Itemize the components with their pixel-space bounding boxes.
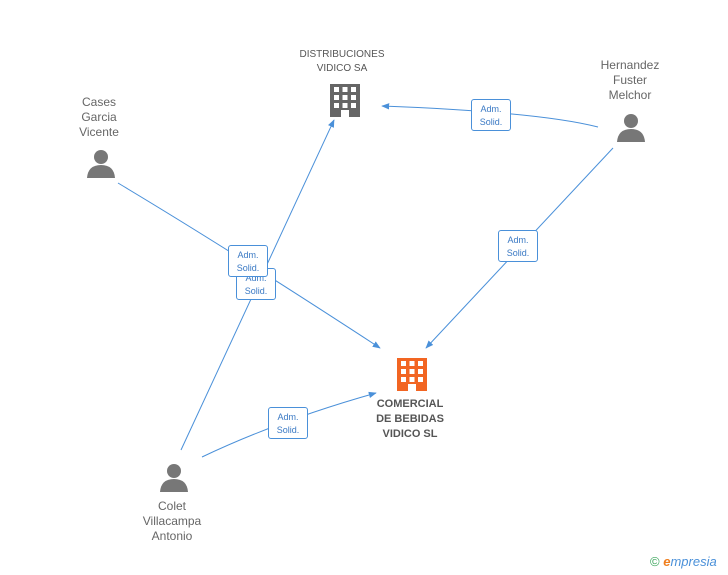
- person-icon: [160, 464, 188, 492]
- label-line: Cases: [81, 95, 116, 109]
- edge-tag-colet-comercial[interactable]: Adm. Solid.: [268, 407, 308, 439]
- person-icon: [87, 150, 115, 178]
- edge-tag-line: Adm.: [480, 104, 502, 114]
- empresia-watermark: © empresia: [650, 554, 717, 569]
- label-line: VIDICO SA: [316, 63, 368, 74]
- node-label-hernandez-fuster-melchor[interactable]: Hernandez Fuster Melchor: [575, 58, 685, 103]
- edge-tag-line: Solid.: [506, 248, 530, 258]
- label-line: Vicente: [79, 125, 119, 139]
- edge-tag-line: Solid.: [236, 263, 260, 273]
- label-line: DE BEBIDAS: [376, 413, 444, 425]
- node-label-comercial-de-bebidas-vidico-sl[interactable]: COMERCIAL DE BEBIDAS VIDICO SL: [355, 397, 465, 442]
- person-icon: [617, 114, 645, 142]
- label-line: Melchor: [608, 88, 652, 102]
- label-line: Garcia: [81, 110, 117, 124]
- edge-hernandez-to-distribuciones: [381, 103, 599, 128]
- copyright-icon: ©: [650, 554, 660, 569]
- brand-e: e: [663, 554, 671, 569]
- building-icon: [397, 358, 427, 391]
- edge-tag-hernandez-comercial[interactable]: Adm. Solid.: [498, 230, 538, 262]
- edge-tag-line: Adm.: [507, 235, 529, 245]
- node-label-cases-garcia-vicente[interactable]: Cases Garcia Vicente: [44, 95, 154, 140]
- edge-tag-hernandez-distribuciones[interactable]: Adm. Solid.: [471, 99, 511, 131]
- edge-tag-line: Solid.: [244, 286, 268, 296]
- label-line: Hernandez: [600, 58, 660, 72]
- label-line: VIDICO SL: [382, 428, 438, 440]
- edge-tag-cases-comercial[interactable]: Adm. Solid.: [228, 245, 268, 277]
- label-line: Fuster: [612, 73, 647, 87]
- node-label-distribuciones-vidico-sa[interactable]: DISTRIBUCIONES VIDICO SA: [277, 48, 407, 76]
- label-line: Villacampa: [142, 514, 202, 528]
- brand-rest: mpresia: [670, 554, 717, 569]
- label-line: Antonio: [151, 529, 193, 543]
- label-line: Colet: [157, 499, 186, 513]
- label-line: COMERCIAL: [376, 398, 444, 410]
- edge-tag-line: Adm.: [277, 412, 299, 422]
- edge-tag-line: Solid.: [479, 117, 503, 127]
- building-icon: [330, 84, 360, 117]
- label-line: DISTRIBUCIONES: [299, 49, 385, 60]
- node-label-colet-villacampa-antonio[interactable]: Colet Villacampa Antonio: [117, 499, 227, 544]
- edge-tag-line: Adm.: [245, 273, 267, 283]
- edge-tag-line: Adm.: [237, 250, 259, 260]
- edge-tag-line: Solid.: [276, 425, 300, 435]
